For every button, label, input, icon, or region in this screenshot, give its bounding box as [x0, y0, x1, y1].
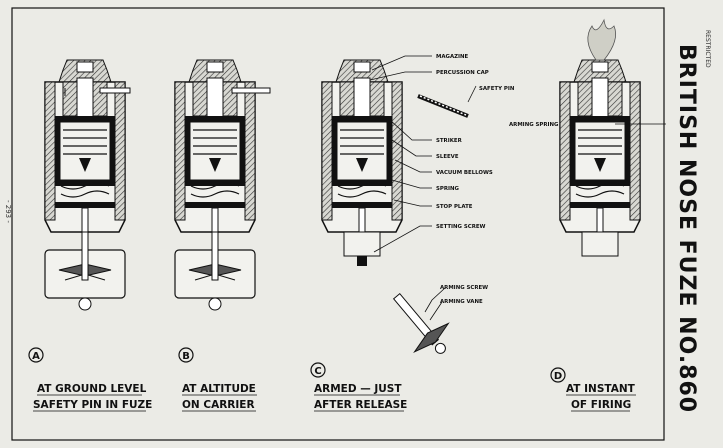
label-vacuum-bellows: VACUUM BELLOWS [436, 170, 493, 176]
fuze-drawing-d [559, 18, 641, 257]
svg-text:A: A [32, 351, 40, 362]
label-leaders [369, 55, 666, 321]
page-title: BRITISH NOSE FUZE NO.860 [674, 44, 699, 413]
label-sleeve: SLEEVE [436, 154, 459, 160]
svg-text:D: D [554, 371, 562, 382]
caption-a-line2: SAFETY PIN IN FUZE [33, 399, 152, 411]
svg-text:C: C [314, 366, 321, 377]
panel-c-letter: C [310, 362, 326, 378]
arming-vane-drawing [392, 293, 450, 354]
label-spring: SPRING [436, 186, 460, 192]
sheet-border [11, 7, 665, 441]
panel-a-letter: A [28, 347, 44, 363]
restricted-marking: RESTRICTED [704, 30, 711, 68]
fuze-drawing-b [174, 59, 271, 311]
label-arming-screw: ARMING SCREW [440, 285, 488, 291]
label-stop-plate: STOP PLATE [436, 204, 473, 210]
label-arming-spring: ARMING SPRING [509, 122, 559, 128]
caption-c-line1: ARMED — JUST [314, 383, 402, 395]
label-arming-vane: ARMING VANE [440, 299, 483, 305]
safety-pin-drawing [417, 94, 469, 118]
panel-d-letter: D [550, 367, 566, 383]
caption-a-line1: AT GROUND LEVEL [37, 383, 147, 395]
panel-b-letter: B [178, 347, 194, 363]
label-striker: STRIKER [436, 138, 463, 144]
label-percussion-cap: PERCUSSION CAP [436, 70, 489, 76]
fuze-drawing-a [44, 59, 131, 311]
caption-b-line2: ON CARRIER [182, 399, 255, 411]
caption-c-line2: AFTER RELEASE [314, 399, 407, 411]
label-magazine: MAGAZINE [436, 54, 469, 60]
caption-b-line1: AT ALTITUDE [182, 383, 256, 395]
svg-text:B: B [182, 351, 190, 362]
caption-d-line1: AT INSTANT [566, 383, 636, 395]
page-number: - 293 - [4, 200, 12, 223]
label-safety-pin: SAFETY PIN [479, 86, 515, 92]
label-setting-screw: SETTING SCREW [436, 224, 486, 230]
caption-d-line2: OF FIRING [571, 399, 631, 411]
fuze-drawing-c [321, 59, 403, 266]
